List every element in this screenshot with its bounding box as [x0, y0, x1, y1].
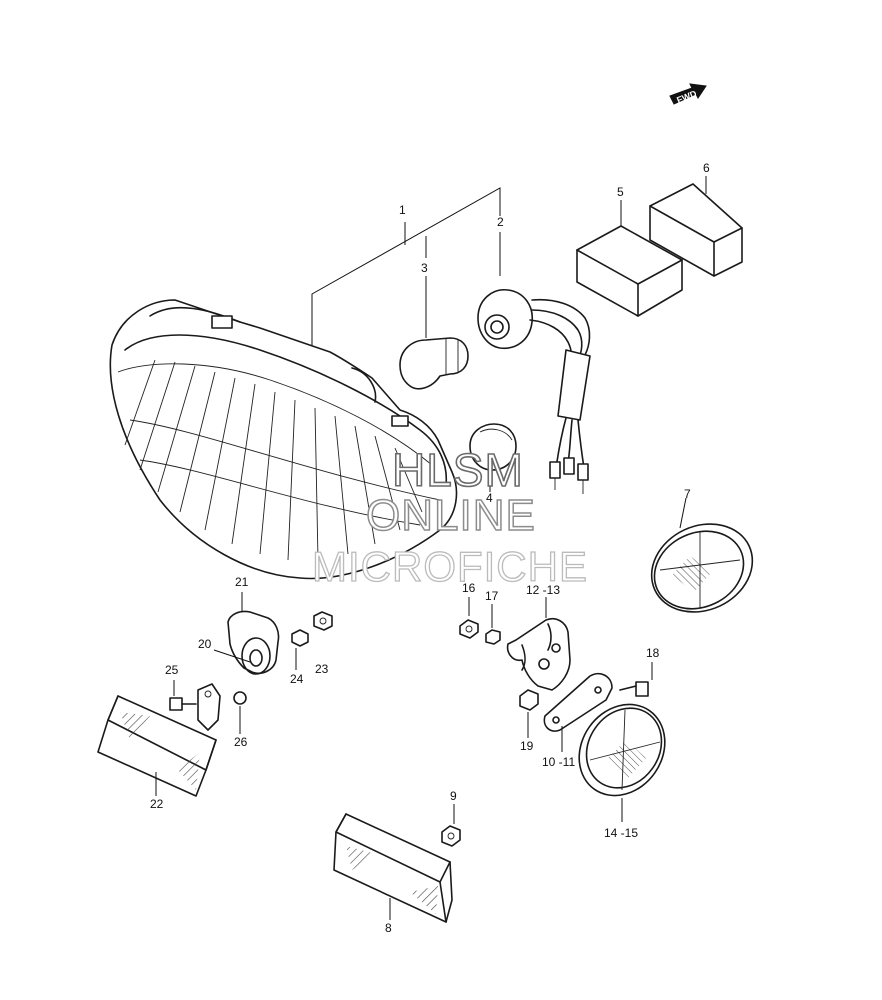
screw-25	[169, 680, 197, 711]
callout-19: 19	[520, 739, 534, 753]
callout-24: 24	[290, 672, 304, 686]
callout-12-13: 12 -13	[526, 583, 561, 597]
callout-4: 4	[486, 491, 493, 505]
bolt-18	[619, 662, 653, 697]
callout-20: 20	[198, 637, 212, 651]
rectangular-reflector-22	[97, 695, 217, 797]
callout-18: 18	[646, 646, 660, 660]
callout-2: 2	[497, 215, 504, 229]
reflector-bracket-20-21	[213, 592, 280, 675]
callout-26: 26	[234, 735, 248, 749]
reflector-bracket-12-13	[506, 597, 571, 691]
callout-14-15: 14 -15	[604, 826, 639, 840]
callout-7: 7	[684, 487, 691, 501]
tail-lamp-housing	[109, 299, 458, 580]
callout-22: 22	[150, 797, 164, 811]
mounting-plate-10-11	[543, 672, 613, 752]
callout-21: 21	[235, 575, 249, 589]
callout-3: 3	[421, 261, 428, 275]
callout-9: 9	[450, 789, 457, 803]
nut-23	[313, 611, 333, 631]
callout-1: 1	[399, 203, 406, 217]
bolt-24	[291, 629, 309, 670]
socket-4	[469, 423, 517, 492]
watermark-line-2: ONLINE	[365, 491, 536, 540]
socket-harness-2	[477, 289, 591, 494]
callout-5: 5	[617, 185, 624, 199]
callout-25: 25	[165, 663, 179, 677]
fwd-label: FWD	[675, 88, 698, 105]
bolt-17	[485, 604, 501, 645]
callout-23: 23	[315, 662, 329, 676]
nut-9	[441, 804, 461, 847]
callout-8: 8	[385, 921, 392, 935]
nut-19	[519, 689, 539, 738]
watermark-line-3: MICROFICHE	[311, 543, 588, 590]
leader-1	[311, 187, 501, 348]
callout-10-11: 10 -11	[542, 755, 576, 769]
nut-16	[459, 597, 479, 639]
round-reflector-14-15	[578, 703, 666, 822]
forward-arrow-icon: FWD	[669, 83, 707, 105]
round-reflector-7	[650, 497, 754, 613]
callout-6: 6	[703, 161, 710, 175]
callout-16: 16	[462, 581, 476, 595]
watermark-line-1: HLSM	[391, 444, 524, 496]
callout-17: 17	[485, 589, 499, 603]
pad-6	[649, 176, 743, 277]
bulb-3	[399, 337, 469, 390]
pad-5	[576, 200, 683, 317]
rectangular-reflector-8	[333, 813, 453, 923]
stay-26	[197, 683, 247, 734]
